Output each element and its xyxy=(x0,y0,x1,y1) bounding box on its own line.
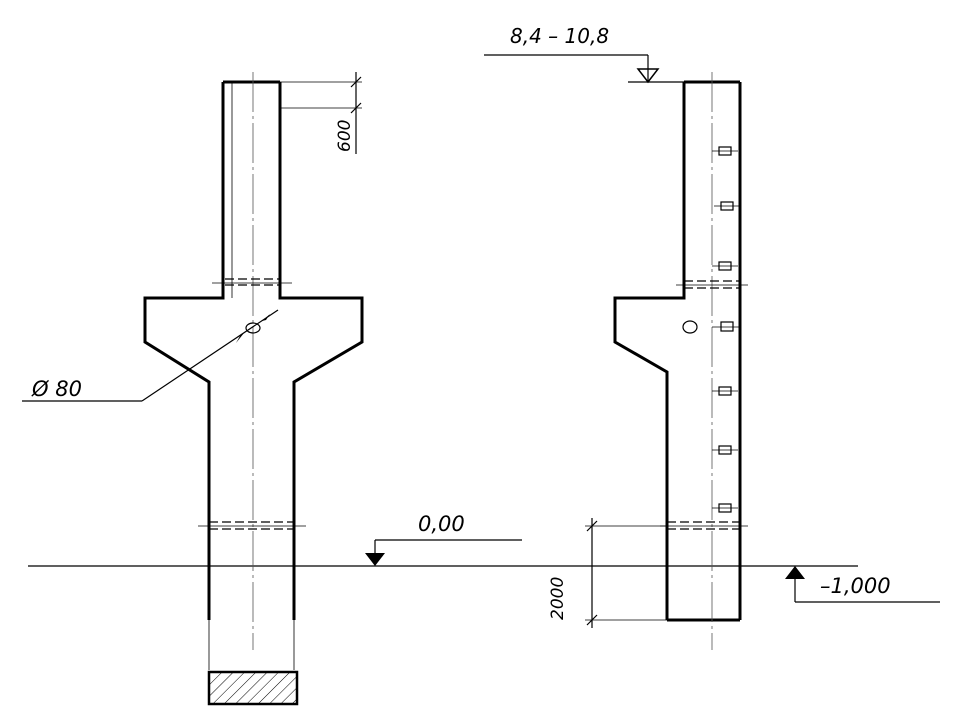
dim-2000-label: 2000 xyxy=(548,577,568,620)
level-mark-ground: –1,000 xyxy=(785,566,940,603)
right-column-side-view xyxy=(613,72,748,650)
left-column-outline xyxy=(143,80,364,620)
hole-diameter-callout: Ø 80 xyxy=(22,309,279,402)
dimension-2000: 2000 xyxy=(548,518,667,628)
right-column-outline xyxy=(613,80,742,622)
level-mark-zero: 0,00 xyxy=(365,512,522,566)
dim-600-tick-top xyxy=(350,76,362,88)
dim-2000-tick-bottom xyxy=(586,614,598,626)
left-column-hole xyxy=(245,322,261,334)
ground-level-triangle xyxy=(785,566,805,579)
dimension-600: 600 xyxy=(280,72,362,154)
diameter-leader-line xyxy=(141,309,279,402)
ground-level-label: –1,000 xyxy=(820,574,891,598)
zero-level-label: 0,00 xyxy=(418,512,465,536)
right-column-hole xyxy=(682,320,698,334)
dim-600-label: 600 xyxy=(335,120,355,152)
zero-level-triangle xyxy=(365,553,385,566)
embedded-plates xyxy=(712,146,740,513)
dim-600-tick-bottom xyxy=(350,102,362,114)
diameter-arrow-1 xyxy=(236,333,244,343)
footing-hatched-block xyxy=(207,670,299,706)
level-mark-top: 8,4 – 10,8 xyxy=(484,24,684,84)
top-level-label: 8,4 – 10,8 xyxy=(510,24,609,48)
dim-2000-tick-top xyxy=(586,520,598,532)
top-level-triangle xyxy=(636,68,660,84)
diameter-arrow-2 xyxy=(262,314,270,321)
left-column-front-view xyxy=(143,72,364,706)
hole-diameter-label: Ø 80 xyxy=(31,377,82,401)
embedded-plate xyxy=(720,321,734,332)
